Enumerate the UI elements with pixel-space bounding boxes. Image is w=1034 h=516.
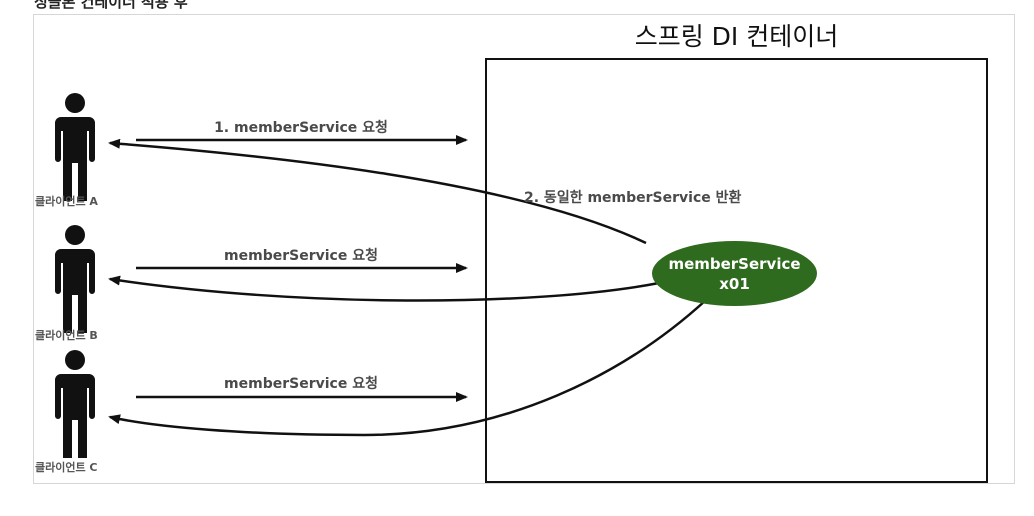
- client-b-label: 클라이언트 B: [35, 329, 98, 342]
- bean-id: x01: [719, 274, 750, 293]
- client-c-label: 클라이언트 C: [35, 461, 98, 474]
- diagram-overlay: [55, 93, 707, 458]
- response-curve-c: [108, 299, 707, 437]
- spring-di-container-box: [485, 58, 988, 483]
- client-c-person-icon: [55, 350, 95, 458]
- client-b-person-icon: [55, 225, 95, 333]
- client-a-label: 클라이언트 A: [35, 195, 98, 208]
- response-label: 2. 동일한 memberService 반환: [524, 190, 742, 206]
- request-label-a: 1. memberService 요청: [214, 120, 388, 136]
- member-service-bean: memberService x01: [652, 241, 817, 306]
- bean-name: memberService: [668, 254, 801, 273]
- request-label-c: memberService 요청: [224, 376, 378, 392]
- response-curve-a: [108, 138, 647, 245]
- response-curve-b: [108, 275, 660, 302]
- request-label-b: memberService 요청: [224, 248, 378, 264]
- diagram-canvas: 스프링 DI 컨테이너 클라이언트 A 클라이언트 B 클라이언트 C 1. m…: [33, 14, 1015, 484]
- spring-di-container-title: 스프링 DI 컨테이너: [634, 22, 839, 51]
- client-a-person-icon: [55, 93, 95, 201]
- diagram-caption: 싱글톤 컨테이너 적용 후: [34, 0, 188, 11]
